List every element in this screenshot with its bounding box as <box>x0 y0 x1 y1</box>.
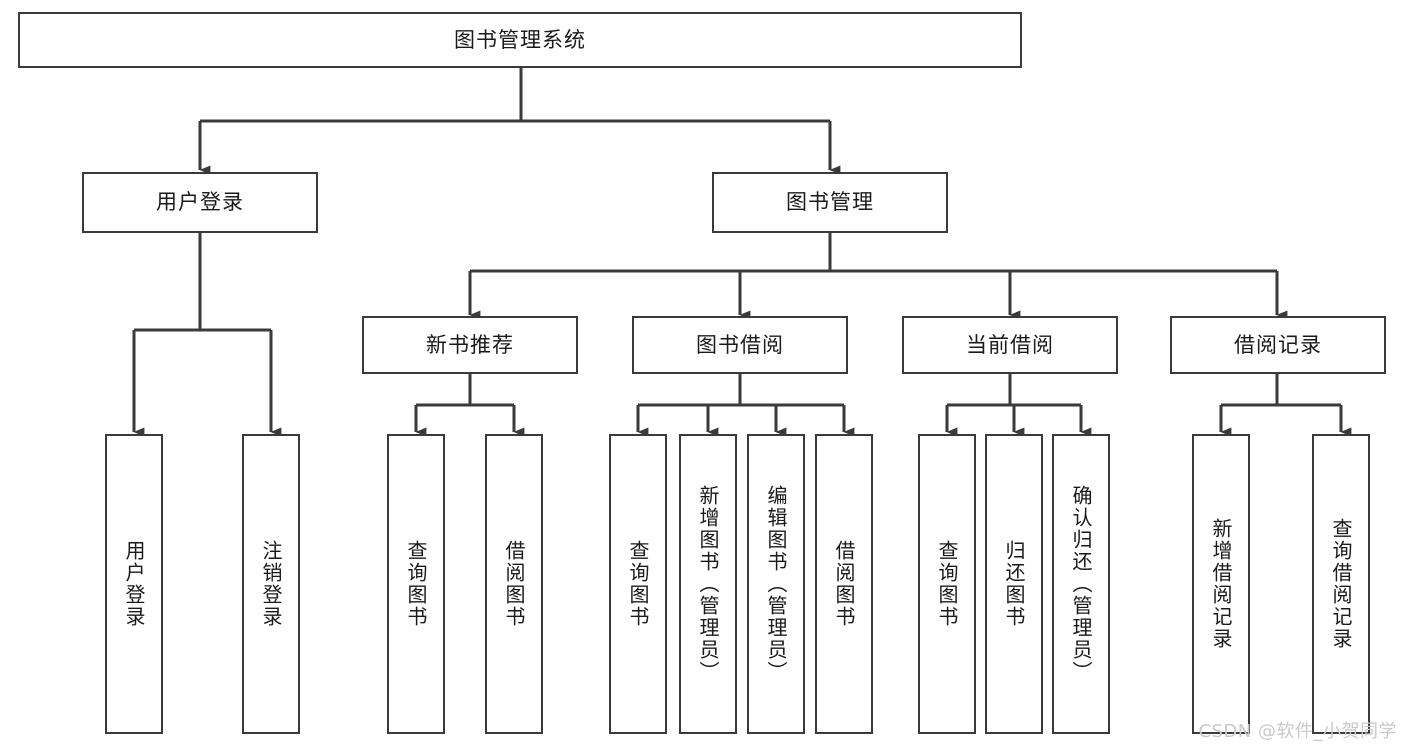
node-leaf-query-book-2[interactable]: 查询图书 <box>609 434 667 734</box>
node-label: 图书管理系统 <box>454 27 586 52</box>
node-label: 用户登录 <box>122 540 146 628</box>
node-new-book-recommend[interactable]: 新书推荐 <box>362 316 578 374</box>
node-leaf-user-login[interactable]: 用户登录 <box>105 434 163 734</box>
node-leaf-add-book[interactable]: 新增图书（管理员） <box>679 434 737 734</box>
node-user-login[interactable]: 用户登录 <box>82 172 318 233</box>
node-label: 查询图书 <box>935 540 959 628</box>
node-label: 查询图书 <box>626 540 650 628</box>
node-leaf-confirm-return[interactable]: 确认归还（管理员） <box>1052 434 1110 734</box>
node-label: 新书推荐 <box>426 332 514 357</box>
node-label: 注销登录 <box>259 540 283 628</box>
csdn-watermark: CSDN @软件_小贺同学 <box>1198 721 1397 742</box>
node-label: 编辑图书（管理员） <box>764 485 788 683</box>
node-label: 图书借阅 <box>696 332 784 357</box>
node-label: 新增图书（管理员） <box>696 485 720 683</box>
node-label: 查询借阅记录 <box>1329 518 1353 650</box>
node-leaf-add-borrow-record[interactable]: 新增借阅记录 <box>1192 434 1250 734</box>
node-borrow-record[interactable]: 借阅记录 <box>1170 316 1386 374</box>
node-leaf-query-book-3[interactable]: 查询图书 <box>918 434 976 734</box>
node-leaf-return-book[interactable]: 归还图书 <box>985 434 1043 734</box>
node-label: 新增借阅记录 <box>1209 518 1233 650</box>
node-label: 用户登录 <box>156 190 244 214</box>
node-book-borrow[interactable]: 图书借阅 <box>632 316 848 374</box>
node-label: 确认归还（管理员） <box>1069 485 1093 683</box>
node-label: 当前借阅 <box>966 332 1054 357</box>
node-label: 借阅图书 <box>832 540 856 628</box>
node-leaf-borrow-book-2[interactable]: 借阅图书 <box>815 434 873 734</box>
node-leaf-logout-login[interactable]: 注销登录 <box>242 434 300 734</box>
node-leaf-borrow-book-1[interactable]: 借阅图书 <box>485 434 543 734</box>
node-label: 图书管理 <box>786 190 874 214</box>
node-label: 借阅记录 <box>1234 332 1322 357</box>
node-current-borrow[interactable]: 当前借阅 <box>902 316 1118 374</box>
node-leaf-edit-book[interactable]: 编辑图书（管理员） <box>747 434 805 734</box>
node-label: 查询图书 <box>404 540 428 628</box>
node-label: 借阅图书 <box>502 540 526 628</box>
node-leaf-query-book-1[interactable]: 查询图书 <box>387 434 445 734</box>
node-book-management[interactable]: 图书管理 <box>712 172 948 233</box>
node-label: 归还图书 <box>1002 540 1026 628</box>
node-book-management-system[interactable]: 图书管理系统 <box>18 12 1022 68</box>
node-leaf-query-borrow-record[interactable]: 查询借阅记录 <box>1312 434 1370 734</box>
